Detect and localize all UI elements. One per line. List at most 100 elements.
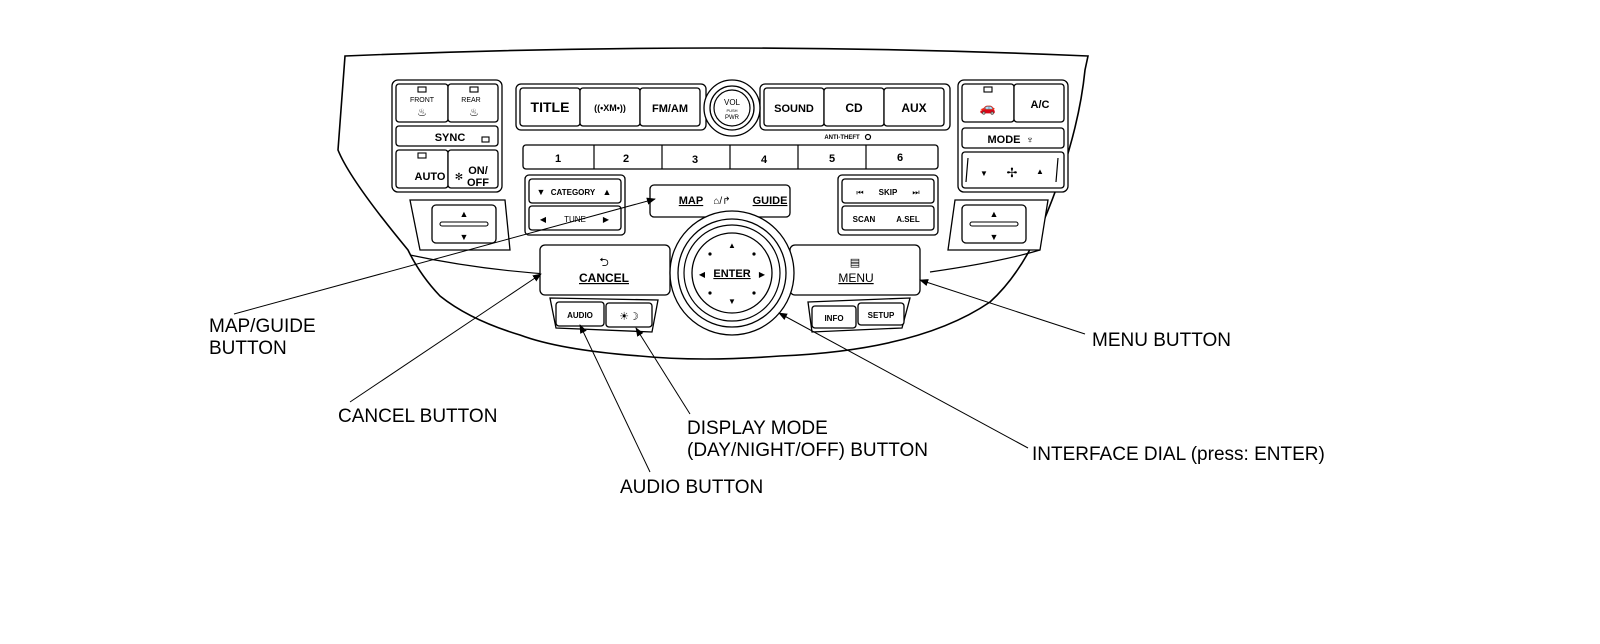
callout-labels: MAP/GUIDE BUTTON CANCEL BUTTON DISPLAY M… — [209, 316, 1325, 498]
fm-am-button[interactable] — [639, 87, 701, 127]
info-label: INFO — [824, 314, 843, 323]
setup-button[interactable] — [857, 302, 905, 326]
callout-display-line1: DISPLAY MODE — [687, 418, 828, 439]
ac-label: A/C — [1031, 99, 1050, 111]
mode-icon: ♆ — [1026, 135, 1034, 146]
preset-2[interactable]: 2 — [623, 153, 629, 165]
fan-speed-icon: ✢ — [1007, 165, 1018, 180]
temp-down-icon: ▼ — [460, 232, 469, 242]
category-down-icon: ▼ — [537, 187, 546, 197]
rear-defrost-button[interactable] — [447, 83, 499, 123]
scan-asel-rocker[interactable] — [841, 205, 935, 231]
callout-map-guide-line2: BUTTON — [209, 338, 287, 359]
category-rocker[interactable] — [528, 178, 622, 204]
category-up-icon: ▲ — [603, 187, 612, 197]
mode-button[interactable] — [961, 127, 1065, 149]
dial-up-icon: ▲ — [728, 241, 736, 250]
menu-button[interactable]: ▤ MENU — [789, 244, 921, 296]
leader-menu — [919, 279, 1086, 335]
dial-dot-se — [752, 291, 756, 295]
info-button[interactable] — [811, 305, 857, 329]
tune-rocker[interactable] — [528, 205, 622, 231]
sync-button[interactable] — [395, 125, 499, 147]
dial-dot-sw — [708, 291, 712, 295]
fan-on-off-button[interactable] — [447, 149, 499, 189]
day-night-icon: ☀☽ — [619, 311, 639, 323]
tune-label: TUNE — [564, 215, 586, 224]
sound-label: SOUND — [774, 103, 814, 115]
callout-audio: AUDIO BUTTON — [620, 477, 763, 498]
rear-label: REAR — [461, 97, 480, 104]
right-temp-down-icon: ▼ — [990, 232, 999, 242]
audio-label: AUDIO — [567, 311, 593, 320]
fan-speed-rocker[interactable] — [961, 151, 1065, 189]
dial-dot-ne — [752, 252, 756, 256]
skip-forward-icon: ⏭ — [912, 188, 919, 197]
info-setup-cluster: INFO SETUP — [807, 297, 911, 333]
pwr-label: PWR — [725, 115, 740, 121]
title-label: TITLE — [531, 99, 570, 115]
ac-button[interactable] — [1013, 83, 1065, 123]
left-climate-cluster: FRONT ♨ REAR ♨ SYNC AUTO ✻ ON/ OFF ▲ ▼ — [391, 79, 511, 251]
fm-am-label: FM/AM — [652, 103, 688, 115]
callout-display-line2: (DAY/NIGHT/OFF) BUTTON — [687, 440, 928, 461]
skip-scan-cluster: ⏮ SKIP ⏭ SCAN A.SEL — [837, 174, 939, 236]
setup-label: SETUP — [868, 311, 895, 320]
display-mode-button[interactable] — [605, 302, 653, 328]
aux-label: AUX — [901, 101, 926, 115]
skip-back-icon: ⏮ — [856, 188, 863, 197]
preset-6[interactable]: 6 — [897, 152, 903, 164]
rear-defrost-icon: ♨ — [469, 107, 479, 119]
auto-label: AUTO — [415, 171, 446, 183]
skip-rocker[interactable] — [841, 178, 935, 204]
defrost-icon: ♨ — [417, 107, 427, 119]
recirculation-icon: 🚗 — [980, 100, 996, 115]
preset-3[interactable]: 3 — [692, 154, 698, 166]
guide-label: GUIDE — [753, 195, 788, 207]
xm-label: ((•XM•)) — [594, 103, 626, 113]
preset-4[interactable]: 4 — [761, 154, 768, 166]
fan-down-icon: ▼ — [980, 169, 988, 178]
cd-label: CD — [845, 101, 863, 115]
preset-5[interactable]: 5 — [829, 153, 835, 165]
dial-dot-nw — [708, 252, 712, 256]
anti-theft-label: ANTI-THEFT — [824, 135, 860, 141]
interface-dial[interactable]: ▲ ▼ ◀ ▶ ENTER — [669, 210, 795, 336]
callout-map-guide-line1: MAP/GUIDE — [209, 316, 316, 337]
tune-left-icon: ◀ — [540, 215, 547, 224]
leader-audio — [579, 324, 651, 473]
leader-cancel — [349, 273, 542, 403]
asel-label: A.SEL — [896, 215, 920, 224]
sync-label: SYNC — [435, 132, 466, 144]
off-label: OFF — [467, 177, 489, 189]
menu-label: MENU — [838, 271, 873, 285]
map-label: MAP — [679, 195, 703, 207]
map-guide-button[interactable]: MAP ⌂/↱ GUIDE — [649, 184, 791, 218]
category-tune-cluster: ▼ CATEGORY ▲ ◀ TUNE ▶ — [524, 174, 626, 236]
enter-label: ENTER — [713, 268, 750, 280]
aux-button[interactable] — [883, 87, 945, 127]
menu-icon: ▤ — [850, 257, 860, 269]
category-label: CATEGORY — [551, 188, 596, 197]
preset-row: 1 2 3 4 5 6 — [522, 144, 939, 170]
temp-up-icon: ▲ — [460, 209, 469, 219]
on-label: ON/ — [468, 165, 488, 177]
callout-interface-dial: INTERFACE DIAL (press: ENTER) — [1032, 444, 1325, 465]
mode-label: MODE — [988, 134, 1021, 146]
volume-power-knob[interactable] — [709, 85, 755, 131]
push-label: PUSH — [726, 108, 737, 113]
leader-lines — [233, 197, 1086, 473]
cancel-button[interactable]: ⮌ CANCEL — [539, 244, 671, 296]
fan-up-icon: ▲ — [1036, 167, 1044, 176]
right-temp-up-icon: ▲ — [990, 209, 999, 219]
leader-display — [635, 327, 691, 415]
dial-left-icon: ◀ — [699, 270, 706, 279]
preset-1[interactable]: 1 — [555, 153, 561, 165]
callout-menu: MENU BUTTON — [1092, 330, 1231, 351]
back-arrow-icon: ⮌ — [599, 255, 609, 269]
dial-right-icon: ▶ — [759, 270, 766, 279]
fan-icon: ✻ — [455, 172, 463, 183]
guide-icon: ⌂/↱ — [713, 196, 730, 207]
skip-label: SKIP — [879, 188, 898, 197]
anti-theft-indicator — [864, 133, 872, 141]
